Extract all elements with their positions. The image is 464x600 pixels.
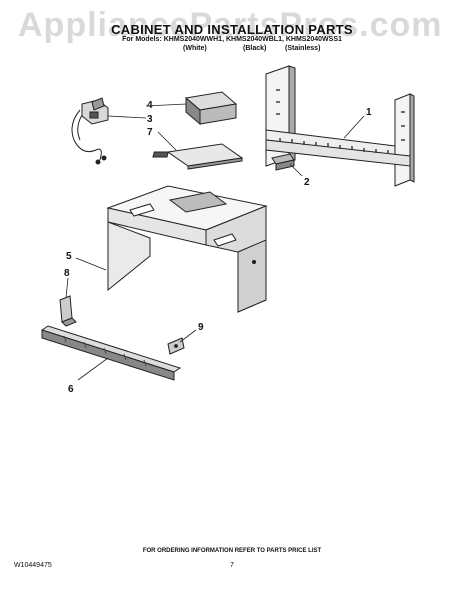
part-6-trim-bar: [40, 325, 182, 381]
variant-black: (Black): [243, 45, 267, 52]
callout-7: 7: [147, 127, 153, 138]
variant-stainless: (Stainless): [285, 45, 321, 52]
variant-white: (White): [183, 45, 207, 52]
ordering-note: FOR ORDERING INFORMATION REFER TO PARTS …: [142, 548, 322, 554]
page-title: CABINET AND INSTALLATION PARTS: [111, 22, 353, 37]
part-8-bracket: [59, 295, 77, 327]
part-2-bracket: [271, 153, 295, 171]
callout-5: 5: [66, 251, 72, 262]
model-list: For Models: KHMS2040WWH1, KHMS2040WBL1, …: [122, 36, 342, 43]
part-1-mounting-plate: [265, 65, 415, 187]
callout-6: 6: [68, 384, 74, 395]
part-5-cabinet: [106, 185, 268, 313]
callout-4: 4: [147, 100, 153, 111]
callout-9: 9: [198, 322, 204, 333]
document-number: W10449475: [14, 562, 52, 569]
part-3-4-power-cord: [71, 97, 109, 165]
leader-lines: [65, 103, 365, 381]
watermark: AppliancePartsPros.com: [18, 6, 443, 44]
callout-2: 2: [304, 177, 310, 188]
part-7-plate: [152, 143, 244, 170]
part-4-vent-cover: [184, 91, 238, 126]
callout-1: 1: [366, 107, 372, 118]
callout-8: 8: [64, 268, 70, 279]
callout-3: 3: [147, 114, 153, 125]
page-number: 7: [230, 562, 234, 569]
